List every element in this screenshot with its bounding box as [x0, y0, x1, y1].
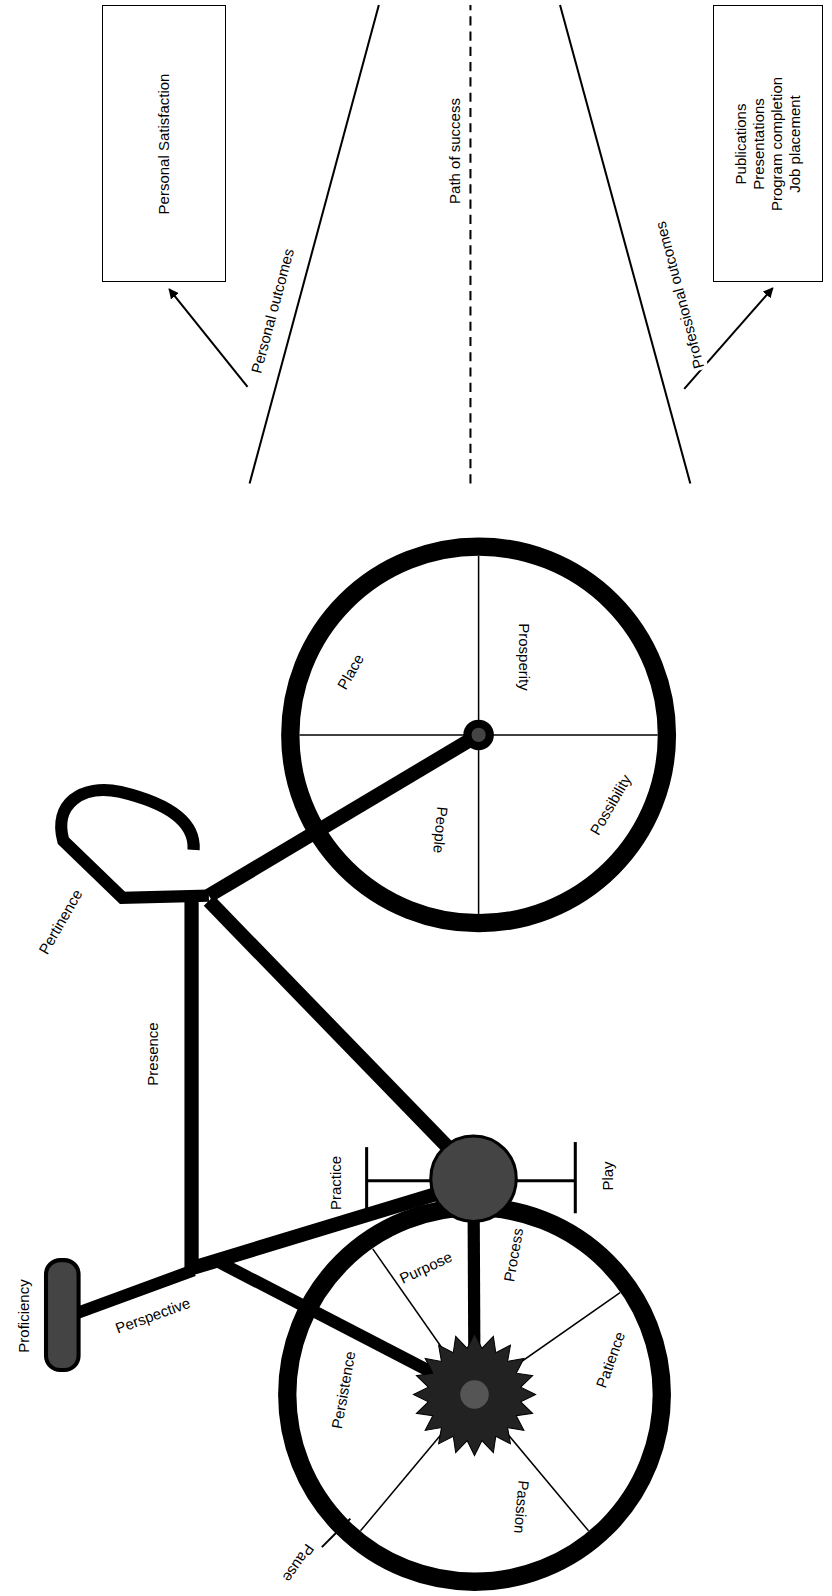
outcome-label: Professional outcomes [652, 218, 708, 373]
fork [209, 735, 479, 896]
outcome-box: Personal Satisfaction [102, 5, 226, 282]
road-center-line [469, 5, 471, 483]
down-tube [209, 901, 471, 1171]
front-wheel [290, 547, 667, 924]
part-label: Pertinence [35, 885, 87, 959]
part-label: Patience [593, 1327, 630, 1391]
outcome-box: PublicationsPresentationsProgram complet… [713, 5, 823, 282]
crank-arm [516, 1179, 575, 1182]
front-hub [463, 720, 494, 751]
pedal [574, 1142, 577, 1213]
box-text: Program completion [768, 11, 786, 276]
crank-arm [367, 1179, 431, 1182]
part-label: Pause [278, 1539, 318, 1587]
road-edge [250, 5, 379, 483]
crank [431, 1136, 516, 1222]
part-label: Proficiency [16, 1277, 33, 1354]
path-label: Path of success [447, 96, 464, 206]
front-hub-center [471, 728, 485, 742]
rotated-text-block: PublicationsPresentationsProgram complet… [732, 11, 804, 276]
rotated-text-block: Personal Satisfaction [155, 11, 173, 276]
part-label: Practice [328, 1154, 345, 1212]
part-label: Presence [145, 1020, 162, 1087]
part-label: Purpose [395, 1248, 456, 1288]
box-text: Job placement [786, 11, 804, 276]
leader-arrow [169, 289, 247, 387]
handlebar [61, 790, 209, 898]
part-label: Prosperity [516, 621, 533, 693]
part-label: Process [501, 1225, 527, 1285]
part-label: Passion [511, 1478, 532, 1537]
rear-gear [413, 1333, 535, 1455]
part-label: Place [334, 650, 369, 694]
outcome-label: Personal outcomes [248, 245, 298, 377]
pause-tick [322, 1519, 351, 1548]
part-label: Play [600, 1160, 617, 1193]
part-label: Possibility [586, 770, 636, 839]
part-label: People [429, 804, 450, 856]
top-tube [184, 892, 198, 1273]
part-label: Persistence [329, 1348, 360, 1432]
saddle [46, 1260, 79, 1370]
box-text: Publications [732, 11, 750, 276]
pedal [365, 1147, 368, 1216]
rear-hub [460, 1380, 489, 1409]
box-text: Presentations [750, 11, 768, 276]
box-text: Personal Satisfaction [155, 11, 173, 276]
